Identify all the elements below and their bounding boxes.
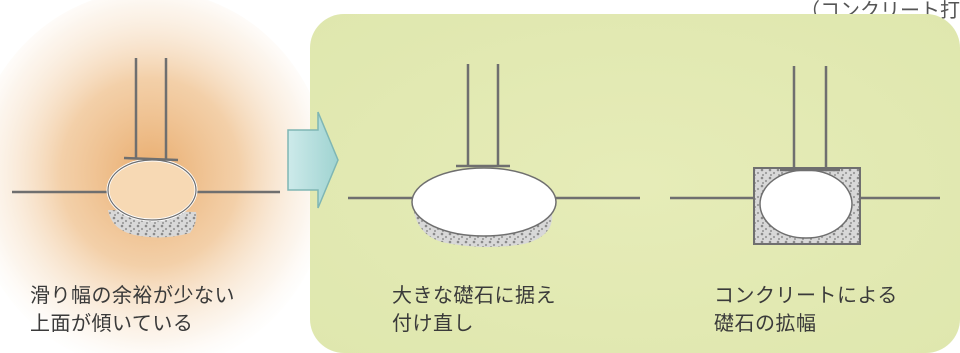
- after-panel-background: [310, 14, 960, 353]
- before-caption-line2: 上面が傾いている: [30, 311, 194, 335]
- post-base: [123, 156, 179, 162]
- reset-figure: [348, 64, 640, 247]
- right-arrow-icon: [287, 111, 339, 209]
- widened-figure: [670, 66, 940, 245]
- foundation-stone: [759, 169, 853, 239]
- reset-caption-line2: 付け直し: [392, 311, 474, 335]
- widened-caption-line1: コンクリートによる: [714, 283, 898, 307]
- before-caption-line1: 滑り幅の余裕が少ない: [30, 283, 235, 307]
- foundation-stone: [411, 167, 557, 237]
- before-figure: [12, 58, 280, 238]
- widened-caption-line2: 礎石の拡幅: [714, 311, 817, 335]
- reset-caption-line1: 大きな礎石に据え: [392, 283, 556, 307]
